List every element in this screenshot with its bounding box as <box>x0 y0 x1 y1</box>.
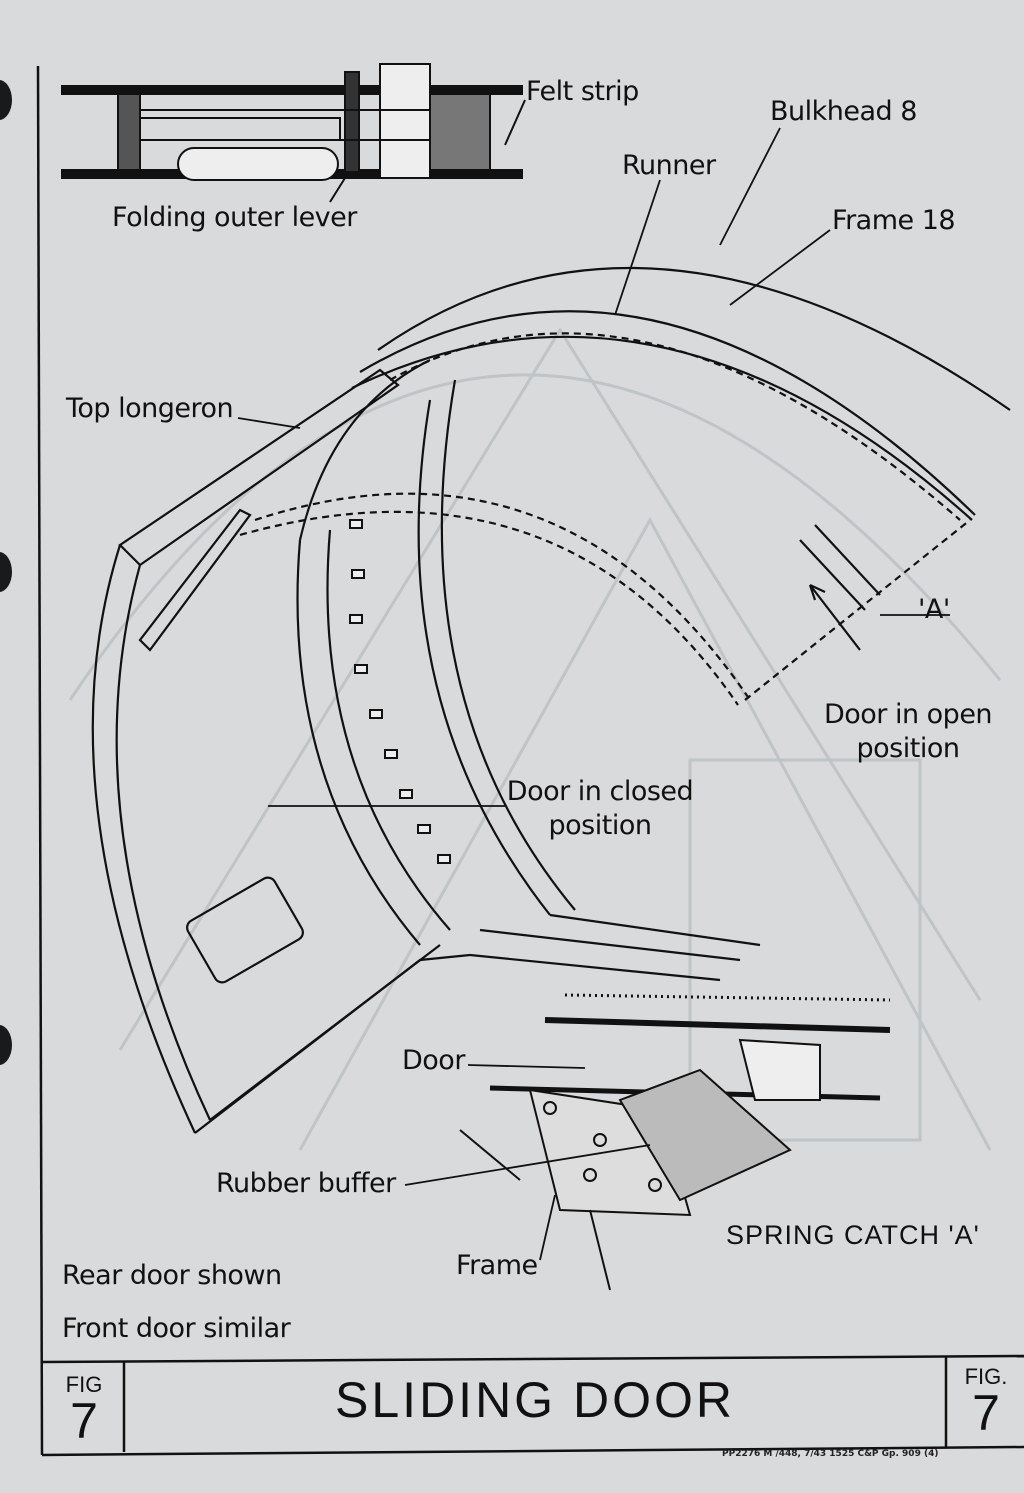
top-longeron-label: Top longeron <box>66 393 234 424</box>
fig-label-left: FIG <box>65 1372 103 1397</box>
door-closed-line1: Door in closed <box>506 776 694 807</box>
fig-box-left: FIG 7 <box>44 1364 124 1452</box>
binder-hole <box>0 1025 12 1065</box>
print-reference: PP2276 M /448, 7/43 1525 C&P Gp. 909 (4) <box>722 1449 939 1459</box>
runner-label: Runner <box>622 150 716 181</box>
binder-hole <box>0 552 12 592</box>
leader-lines <box>237 127 950 1261</box>
page-border <box>36 65 1024 1457</box>
fig-box-right: FIG. 7 <box>946 1356 1024 1444</box>
bulkhead-label: Bulkhead 8 <box>770 96 917 127</box>
rear-door-note: Rear door shown <box>62 1260 282 1291</box>
door-closed-line2: position <box>548 810 652 841</box>
front-door-note: Front door similar <box>62 1313 291 1344</box>
fig-number-left: 7 <box>70 1393 98 1449</box>
door-label: Door <box>402 1045 465 1076</box>
door-closed-label: Door in closed position <box>490 775 710 843</box>
frame18-label: Frame 18 <box>832 205 956 236</box>
spring-catch-label: SPRING CATCH 'A' <box>726 1220 980 1250</box>
rubber-buffer-label: Rubber buffer <box>216 1168 396 1199</box>
folding-lever-label: Folding outer lever <box>112 202 357 233</box>
drawing-title: SLIDING DOOR <box>335 1372 735 1428</box>
frame-label: Frame <box>456 1250 538 1281</box>
spring-catch-detail <box>459 993 891 1291</box>
door-arches <box>91 266 1011 1134</box>
door-open-line1: Door in open <box>823 699 993 730</box>
catch-a-label: 'A' <box>918 594 950 625</box>
section-detail <box>61 63 526 203</box>
binder-hole <box>0 80 12 120</box>
fig-number-right: 7 <box>972 1385 1000 1441</box>
felt-strip-label: Felt strip <box>526 76 639 107</box>
fig-label-right: FIG. <box>964 1364 1008 1389</box>
door-open-line2: position <box>856 733 960 764</box>
door-open-label: Door in open position <box>808 698 1008 766</box>
runner-clips <box>349 519 451 864</box>
